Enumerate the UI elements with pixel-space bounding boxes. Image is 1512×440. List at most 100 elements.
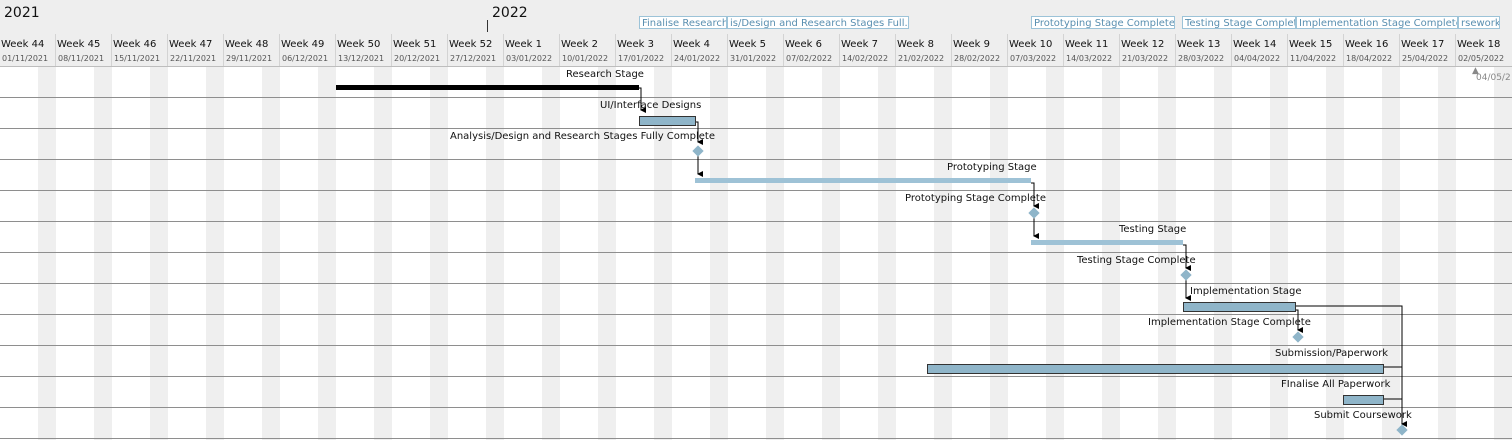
task-bar-ui-interface-designs[interactable] [639,116,696,126]
week-separator [1175,34,1176,66]
milestone-flag-prototyping-complete[interactable]: Prototyping Stage Complete [1031,16,1175,29]
task-bar-testing-stage[interactable] [1031,240,1183,245]
task-label-testing-complete: Testing Stage Complete [1077,255,1196,266]
week-label: Week 16 [1345,39,1389,50]
weekend-shading [1270,67,1288,440]
weekend-shading [766,67,784,440]
week-date: 02/05/2022 [1458,54,1505,63]
row-divider [0,97,1512,98]
week-label: Week 12 [1121,39,1165,50]
week-label: Week 45 [57,39,101,50]
week-label: Week 2 [561,39,598,50]
week-date: 06/12/2021 [282,54,329,63]
row-divider [0,252,1512,253]
week-date: 17/01/2022 [618,54,665,63]
week-label: Week 48 [225,39,269,50]
weekend-shading [1102,67,1120,440]
week-separator [1343,34,1344,66]
task-bar-research-stage[interactable] [336,85,639,90]
week-separator [839,34,840,66]
week-separator [1399,34,1400,66]
edge-marker-arrow: ▲ [1472,66,1479,76]
weekend-shading [318,67,336,440]
week-label: Week 11 [1065,39,1109,50]
row-divider [0,314,1512,315]
week-separator [447,34,448,66]
row-divider [0,128,1512,129]
week-separator [503,34,504,66]
week-separator [1287,34,1288,66]
weekend-shading [710,67,728,440]
week-date: 20/12/2021 [394,54,441,63]
row-divider [0,221,1512,222]
milestone-flag-finalise-research[interactable]: Finalise Research [639,16,727,29]
week-label: Week 49 [281,39,325,50]
week-separator [167,34,168,66]
week-label: Week 47 [169,39,213,50]
week-date: 04/04/2022 [1234,54,1281,63]
week-label: Week 6 [785,39,822,50]
week-label: Week 10 [1009,39,1053,50]
weekend-shading [822,67,840,440]
weekend-shading [486,67,504,440]
weekend-shading [990,67,1008,440]
week-separator [727,34,728,66]
week-label: Week 7 [841,39,878,50]
week-label: Week 9 [953,39,990,50]
weekend-shading [374,67,392,440]
year-divider [487,20,488,32]
week-date: 14/03/2022 [1066,54,1113,63]
row-divider [0,376,1512,377]
week-date: 18/04/2022 [1346,54,1393,63]
week-label: Week 14 [1233,39,1277,50]
task-label-research-stage: Research Stage [566,69,644,80]
weekend-shading [1382,67,1400,440]
row-divider [0,438,1512,439]
task-bar-implementation-stage[interactable] [1183,302,1296,312]
task-label-prototyping-stage: Prototyping Stage [947,162,1037,173]
week-label: Week 46 [113,39,157,50]
week-separator [55,34,56,66]
weekend-shading [878,67,896,440]
weekend-shading [1494,67,1512,440]
week-date: 03/01/2022 [506,54,553,63]
weekend-shading [1326,67,1344,440]
week-label: Week 5 [729,39,766,50]
row-divider [0,159,1512,160]
task-bar-finalise-all-paperwork[interactable] [1343,395,1384,405]
week-separator [615,34,616,66]
task-bar-prototyping-stage[interactable] [695,178,1031,183]
week-separator [895,34,896,66]
edge-marker-date: 04/05/2 [1476,73,1511,83]
milestone-flag-implementation-complete[interactable]: Implementation Stage Complete [1296,16,1458,29]
weekend-shading [206,67,224,440]
week-date: 01/11/2021 [2,54,49,63]
week-label: Week 15 [1289,39,1333,50]
task-label-implementation-stage: Implementation Stage [1190,286,1302,297]
week-label: Week 3 [617,39,654,50]
week-date: 29/11/2021 [226,54,273,63]
week-separator [111,34,112,66]
week-date: 25/04/2022 [1402,54,1449,63]
weekend-shading [1438,67,1456,440]
week-separator [1455,34,1456,66]
week-label: Week 8 [897,39,934,50]
week-date: 24/01/2022 [674,54,721,63]
task-label-testing-stage: Testing Stage [1119,224,1187,235]
week-date: 14/02/2022 [842,54,889,63]
weekend-shading [1046,67,1064,440]
row-divider [0,345,1512,346]
task-bar-submission-paperwork[interactable] [927,364,1384,374]
weekend-shading [1158,67,1176,440]
week-separator [1231,34,1232,66]
milestone-flag-testing-complete[interactable]: Testing Stage Complet [1182,16,1296,29]
milestone-flag-coursework[interactable]: rsework [1458,16,1500,29]
milestone-flag-analysis-design[interactable]: is/Design and Research Stages Full... [727,16,909,29]
task-label-submission-paperwork: Submission/Paperwork [1275,348,1389,359]
week-date: 07/03/2022 [1010,54,1057,63]
year-label-2022: 2022 [492,5,528,21]
week-separator [951,34,952,66]
week-label: Week 13 [1177,39,1221,50]
week-label: Week 50 [337,39,381,50]
